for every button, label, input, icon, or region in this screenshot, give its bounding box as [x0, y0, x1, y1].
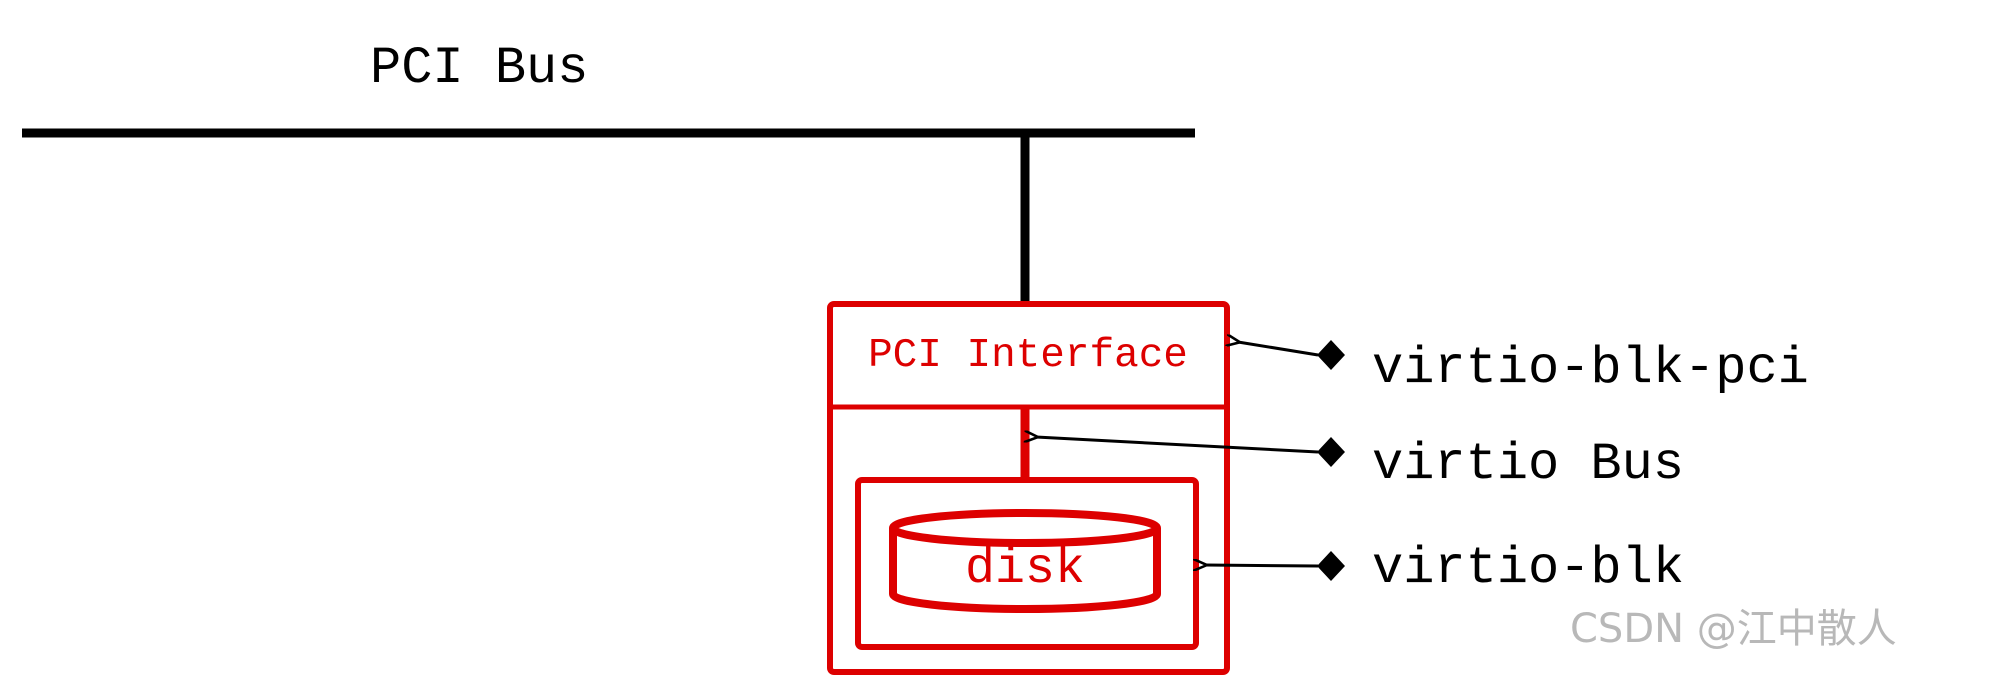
disk-cylinder: [889, 509, 1161, 613]
pointer-virtio-bus: [1036, 437, 1345, 467]
pointer-virtio-blk: [1205, 551, 1345, 581]
label-virtio-bus: virtio Bus: [1372, 435, 1684, 494]
device-outer-box: [827, 301, 1230, 675]
label-virtio-blk-pci: virtio-blk-pci: [1372, 339, 1809, 398]
pointer-virtio-blk-pci: [1238, 340, 1345, 370]
disk-label: disk: [965, 541, 1085, 598]
pci-interface-label: PCI Interface: [868, 333, 1188, 379]
label-virtio-blk: virtio-blk: [1372, 539, 1684, 598]
watermark: CSDN @江中散人: [1570, 606, 1897, 652]
pci-bus-title: PCI Bus: [370, 39, 588, 98]
